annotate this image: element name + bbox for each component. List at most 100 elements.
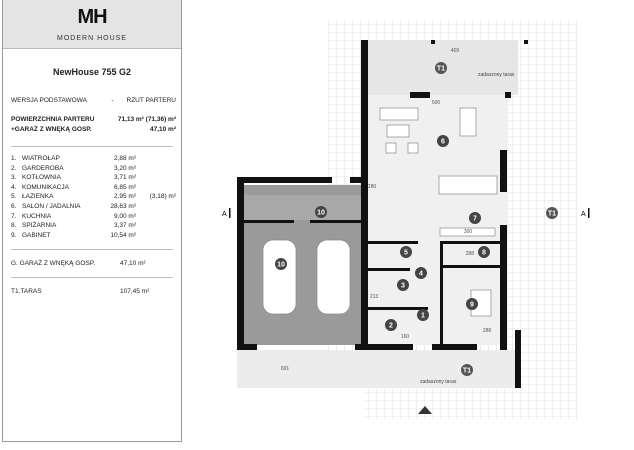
room-marker: 5 [400,246,412,258]
room-marker: 10 [275,258,287,270]
dimension-label: 288 [466,251,475,257]
room-area: 3,37 m² [113,222,136,230]
room-row: 6. SALON / JADALNIA 28,63 m² [11,203,176,211]
utility-niche [244,195,362,220]
room-row: 1. WIATROŁAP 2,88 m² [11,155,176,163]
room-area: 10,54 m² [110,231,136,239]
dimension-label: 691 [281,366,290,372]
section-marker-right: A [581,211,586,218]
version-row: WERSJA PODSTAWOWA - RZUT PARTERU [11,97,176,105]
dimension-label: 213 [370,294,379,300]
marker-text: 4 [419,271,423,278]
brand-name: MODERN HOUSE [57,35,127,42]
room-marker: 10 [315,206,327,218]
summary-value: 47,10 m² [149,126,176,133]
garage-row: G. GARAŻ Z WNĘKĄ GOSP. 47,10 m² [11,260,176,268]
room-marker: 9 [466,298,478,310]
logo: MH [77,6,107,28]
marker-text: T1 [463,368,471,375]
dash: - [111,97,114,104]
room-row: 4. KOMUNIKACJA 6,85 m² [11,184,176,192]
room-area: 28,63 m² [110,203,136,210]
covered-terrace-bottom [237,350,517,388]
marker-text: 8 [482,250,486,257]
room-name: SALON / JADALNIA [22,203,81,210]
room-name: GARDEROBA [22,164,64,172]
room-row: 3. KOTŁOWNIA 3,71 m² [11,174,176,182]
dimension-label: 409 [451,48,460,54]
marker-text: T1 [548,211,556,218]
marker-text: 10 [317,210,325,217]
divider [11,277,173,278]
room-row: 2. GARDEROBA 3,20 m² [11,165,176,173]
room-row: 9. GABINET 10,54 m² [11,232,176,240]
room-name: KOMUNIKACJA [22,183,69,191]
room-marker: 7 [469,212,481,224]
room-number: 6. [11,203,17,210]
room-marker: 1 [417,309,429,321]
room-marker: 3 [397,279,409,291]
room-number: 3. [11,174,17,182]
room-name: WIATROŁAP [22,155,60,162]
garage-label: G. GARAŻ Z WNĘKĄ GOSP. [11,260,96,267]
terrace-marker: T1 [435,62,447,74]
marker-text: 3 [401,283,405,290]
summary-row: POWIERZCHNIA PARTERU 71,13 m² (71,36) m² [11,116,176,124]
room-number: 2. [11,164,17,172]
room-area: 3,20 m² [113,164,136,172]
dimension-label: 288 [483,328,492,334]
room-number: 7. [11,212,17,220]
room-number: 8. [11,222,17,230]
marker-text: 2 [389,323,393,330]
section-line [229,208,231,218]
view-label: RZUT PARTERU [126,97,176,104]
entrance-arrow-icon [418,406,432,414]
room-name: ŁAZIENKA [22,193,54,201]
dimension-label: 300 [464,229,473,235]
terrace-marker: T1 [461,364,473,376]
room-number: 9. [11,231,17,239]
info-panel: MH MODERN HOUSE NewHouse 755 G2 WERSJA P… [2,0,182,442]
room-marker: 8 [478,246,490,258]
room-name: KOTŁOWNIA [22,174,62,182]
dimension-label: 500 [432,100,441,106]
room-name: GABINET [22,231,51,239]
terrace-row: T1.TARAS 107,45 m² [11,288,176,296]
terrace-label: T1.TARAS [11,288,42,295]
room-marker: 6 [437,135,449,147]
room-area: 3,71 m² [113,174,136,182]
summary-label: POWIERZCHNIA PARTERU [11,116,95,123]
room-area: 2,88 m² [113,155,136,162]
version-label: WERSJA PODSTAWOWA [11,97,87,104]
furniture [262,107,498,317]
marker-text: 5 [404,250,408,257]
room-marker: 2 [385,319,397,331]
room-number: 4. [11,183,17,191]
summary-label: +GARAŻ Z WNĘKĄ GOSP. [11,126,92,133]
room-area: 9,00 m² [113,212,136,220]
terrace-area: 107,45 m² [120,288,150,295]
divider [11,146,173,147]
marker-text: 10 [277,262,285,269]
terrace-marker: T1 [546,207,558,219]
room-number: 5. [11,193,17,201]
header: MH MODERN HOUSE [3,0,181,49]
room-marker: 4 [415,267,427,279]
marker-text: 1 [421,313,425,320]
room-row: 8. SPIŻARNIA 3,37 m² [11,222,176,230]
room-area: 6,85 m² [113,183,136,191]
room-name: SPIŻARNIA [22,222,57,230]
marker-text: 9 [470,302,474,309]
section-line [588,208,590,218]
room-area-alt: (3,18) m² [149,193,176,201]
room-number: 1. [11,155,17,162]
marker-text: T1 [437,66,445,73]
room-row: 5. ŁAZIENKA 2,95 m² (3,18) m² [11,193,176,201]
room-area: 2,95 m² [113,193,136,201]
dimension-label: 280 [368,184,377,190]
summary-row: +GARAŻ Z WNĘKĄ GOSP. 47,10 m² [11,126,176,134]
garage-area: 47,10 m² [120,260,146,267]
